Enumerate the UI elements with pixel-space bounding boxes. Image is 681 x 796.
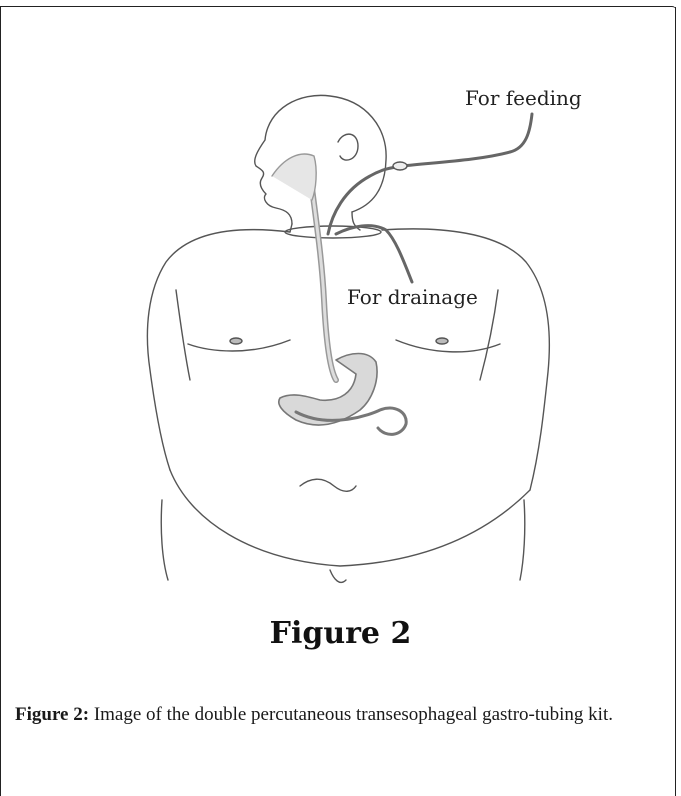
ear-outline (338, 134, 358, 160)
nipple-left (230, 338, 242, 344)
head-outline (255, 95, 386, 224)
belly-fold-left (161, 500, 168, 580)
caption-label: Figure 2: (15, 704, 89, 725)
feeding-tube (328, 114, 532, 234)
airway (272, 154, 316, 200)
navel (300, 479, 356, 491)
nipple-right (436, 338, 448, 344)
label-feeding: For feeding (465, 86, 582, 110)
arm-right-inner (480, 290, 498, 380)
arm-left-inner (176, 290, 190, 380)
caption-text: Image of the double percutaneous transes… (89, 704, 613, 725)
groin (330, 570, 346, 582)
figure-caption: Figure 2: Image of the double percutaneo… (15, 700, 655, 729)
figure-heading: Figure 2 (0, 616, 681, 651)
belly-outline (170, 470, 530, 566)
neck-collar (285, 226, 381, 238)
drainage-tube (336, 226, 412, 282)
tube-connector (393, 162, 407, 170)
label-drainage: For drainage (347, 285, 478, 309)
neck-left (290, 224, 292, 232)
belly-fold-right (520, 500, 525, 580)
